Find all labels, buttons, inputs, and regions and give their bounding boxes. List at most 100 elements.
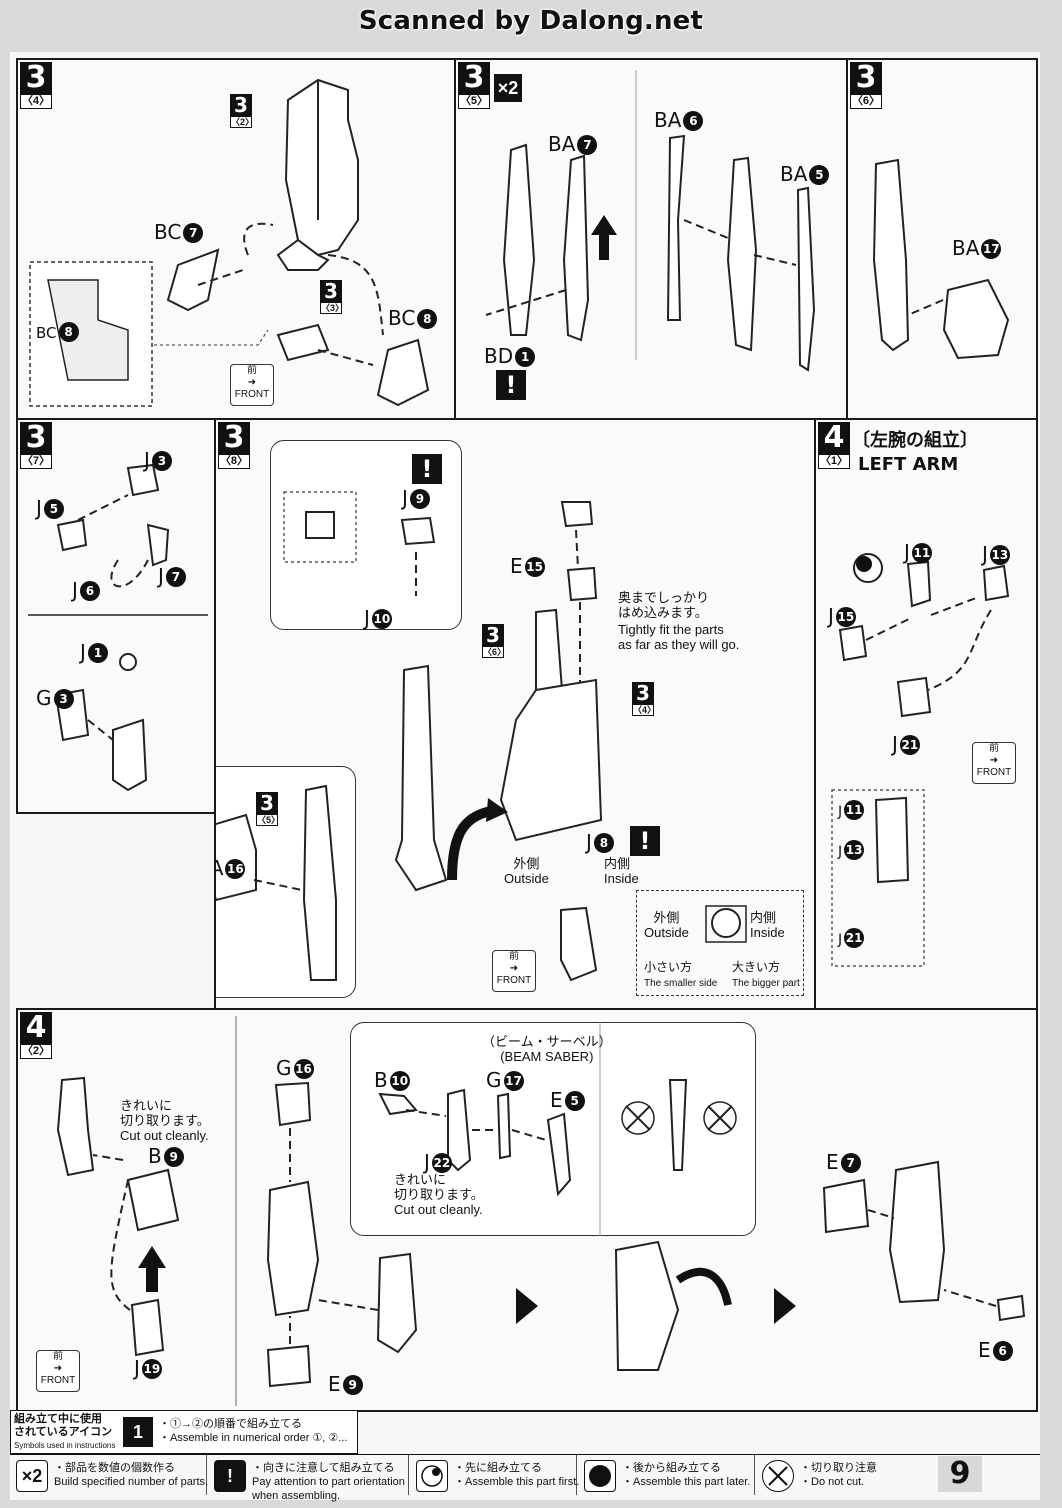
orientation-warning-icon: ! (214, 1460, 246, 1492)
step-number-badge: 3〈4〉 (20, 60, 52, 109)
assembly-illustration (485, 70, 816, 372)
section-title-en: LEFT ARM (858, 454, 959, 475)
panel-step-4-2: 4〈2〉 (16, 1008, 1038, 1412)
numbered-order-icon: 1 (123, 1417, 153, 1447)
symbol-assemble-later: ・後から組み立てる・Assemble this part later. (578, 1455, 755, 1495)
step-number-badge: 4〈1〉 (818, 420, 850, 469)
legend-text: ・①→②の順番で組み立てる・Assemble in numerical orde… (159, 1418, 348, 1444)
beam-saber-label: （ビーム・サーベル）(BEAM SABER) (482, 1034, 612, 1064)
symbol-assemble-first: ・先に組み立てる・Assemble this part first. (410, 1455, 579, 1495)
ref-step-3-2: 3〈2〉 (230, 93, 255, 128)
orientation-warning-icon: ! (496, 370, 526, 400)
cut-cleanly-note-left: きれいに 切り取ります。Cut out cleanly. (120, 1098, 210, 1143)
fit-tight-note-jp: 奥までしっかり はめ込みます。 (618, 590, 710, 620)
assembly-illustration (831, 553, 1010, 967)
assembly-illustration (28, 463, 208, 792)
step-number-badge: 3〈6〉 (850, 60, 882, 109)
front-direction-icon: 前➜FRONT (492, 950, 536, 992)
step-number-badge: 3〈8〉 (218, 420, 250, 469)
section-title-jp: 〔左腕の組立〕 (852, 430, 978, 451)
assemble-later-icon (584, 1460, 616, 1492)
front-direction-icon: 前➜FRONT (972, 742, 1016, 784)
part-label-ba16: BA16 (216, 856, 246, 880)
multiplier-badge: ×2 (494, 74, 522, 102)
step-number-badge: 3〈7〉 (20, 420, 52, 469)
fit-tight-note-en: Tightly fit the parts as far as they wil… (618, 622, 740, 652)
assembly-illustration (29, 78, 430, 407)
ref-step-3-3: 3〈3〉 (320, 279, 345, 314)
assembly-illustration (872, 158, 1010, 360)
front-direction-icon: 前➜FRONT (36, 1350, 80, 1392)
assembly-illustration (216, 491, 747, 982)
ref-step-3-4: 3〈4〉 (632, 681, 657, 716)
detail-box-orientation (636, 890, 804, 996)
multiply-icon: ×2 (16, 1460, 48, 1492)
ref-step-3-6: 3〈6〉 (482, 623, 507, 658)
page-number: 9 (938, 1456, 982, 1492)
step-number-badge: 4〈2〉 (20, 1010, 52, 1059)
front-direction-icon: 前➜FRONT (230, 364, 274, 406)
orientation-warning-icon-j8: ! (630, 826, 660, 856)
symbol-do-not-cut: ・切り取り注意・Do not cut. (756, 1455, 916, 1495)
do-not-cut-icon (762, 1460, 794, 1492)
orientation-warning-icon: ! (412, 454, 442, 484)
assembly-illustration (56, 1016, 1026, 1406)
ref-step-3-5: 3〈5〉 (256, 791, 281, 826)
scan-caption: Scanned by Dalong.net (358, 6, 704, 36)
assemble-first-icon (416, 1460, 448, 1492)
step-number-badge: 3〈5〉 (458, 60, 490, 109)
cut-cleanly-note-saber: きれいに 切り取ります。Cut out cleanly. (394, 1172, 484, 1217)
